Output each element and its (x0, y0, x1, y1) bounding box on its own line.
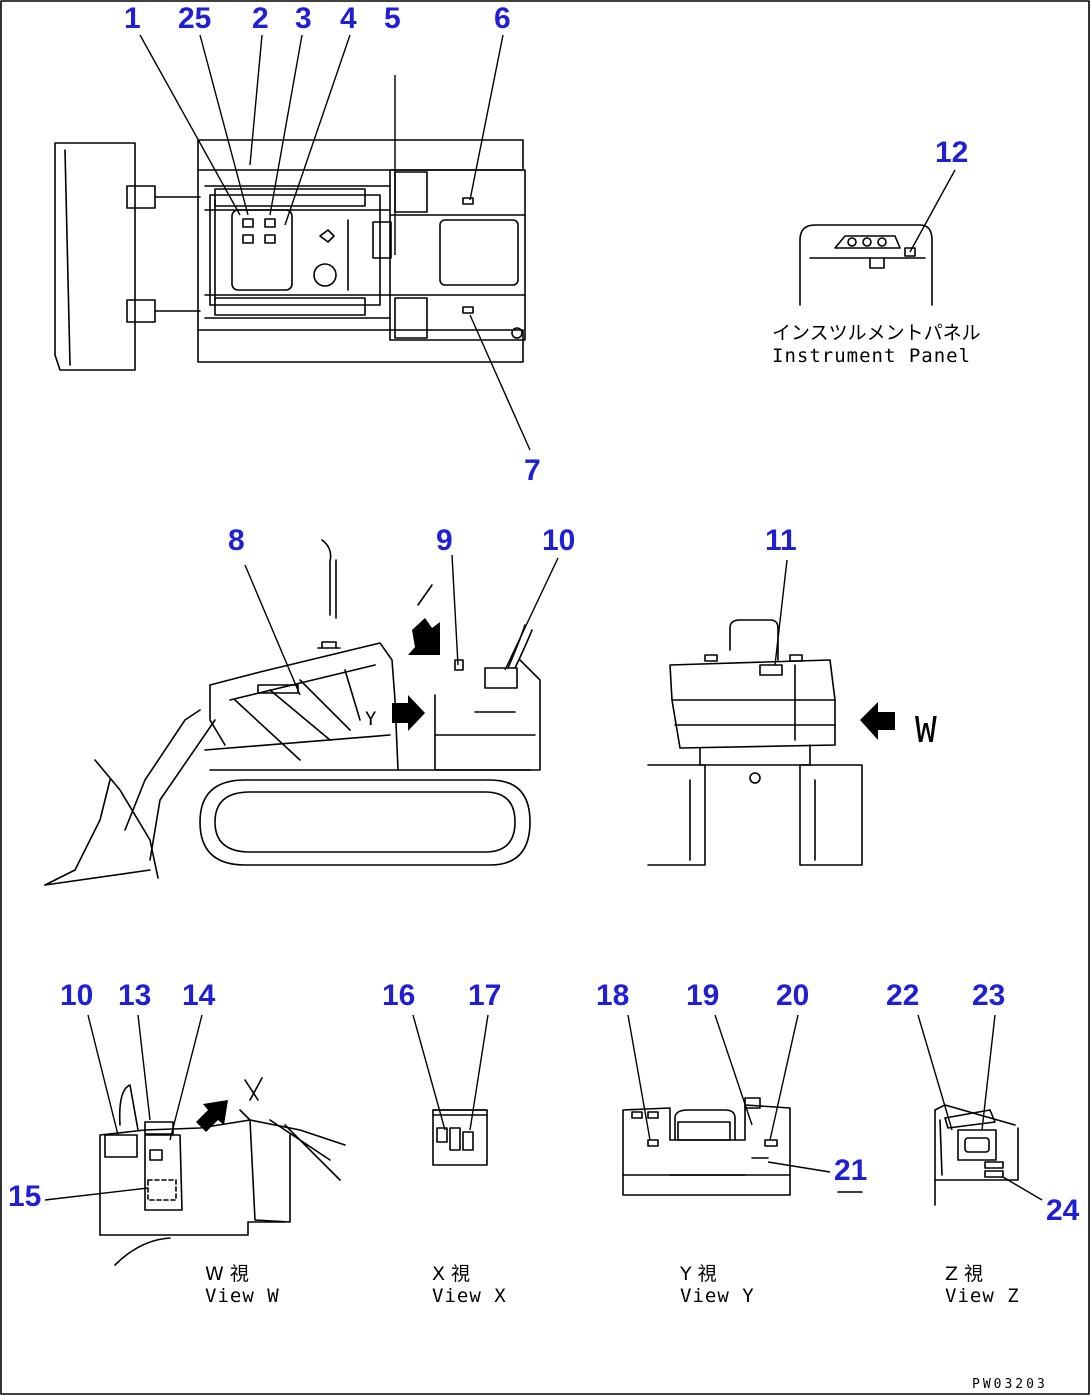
view-y-caption-jp: Y 視 (679, 1263, 717, 1285)
leader-19 (714, 1014, 753, 1126)
callout-21: 21 (834, 1154, 867, 1187)
leader-14 (169, 1014, 203, 1141)
leader-23 (981, 1014, 996, 1131)
callout-5: 5 (384, 2, 401, 35)
view-x-caption-jp: X 視 (432, 1263, 470, 1285)
callout-20: 20 (776, 979, 809, 1012)
panel-caption-jp: インスツルメントパネル (772, 322, 981, 344)
instrument-panel-drawing (799, 169, 956, 306)
callout-19: 19 (686, 979, 719, 1012)
drawing-code: PW03203 (972, 1377, 1048, 1392)
callout-2: 2 (252, 2, 269, 35)
leader-10a (504, 557, 559, 671)
callout-17: 17 (468, 979, 501, 1012)
callout-6: 6 (494, 2, 511, 35)
leader-15 (44, 1187, 149, 1201)
rear-view-machine (647, 619, 895, 866)
top-view-machine (54, 139, 526, 371)
rear-view-w-letter: W (915, 710, 938, 751)
callout-11: 11 (765, 524, 797, 557)
callout-16: 16 (382, 979, 415, 1012)
leader-13 (137, 1014, 151, 1121)
callout-10-side: 10 (542, 524, 575, 557)
view-z-caption-jp: Z 視 (945, 1263, 983, 1285)
callout-15: 15 (8, 1180, 41, 1213)
callout-10-view-w: 10 (60, 979, 93, 1012)
leader-17 (469, 1014, 489, 1131)
callout-22: 22 (886, 979, 919, 1012)
view-x-drawing (432, 1109, 488, 1166)
leader-9 (451, 554, 459, 666)
callout-9: 9 (436, 524, 453, 557)
callout-12: 12 (935, 136, 968, 169)
leader-22 (917, 1014, 953, 1131)
callout-25: 25 (178, 2, 211, 35)
side-view-y-letter: Y (365, 708, 377, 730)
view-y-caption-en: View Y (680, 1285, 755, 1307)
callout-23: 23 (972, 979, 1005, 1012)
view-y-drawing (622, 1097, 863, 1196)
callout-4: 4 (340, 2, 357, 35)
view-z-drawing (934, 1104, 1019, 1206)
callout-18: 18 (596, 979, 629, 1012)
callout-3: 3 (295, 2, 312, 35)
side-view-machine (44, 539, 541, 886)
leader-24 (1002, 1176, 1043, 1201)
view-w-caption-en: View W (205, 1285, 280, 1307)
panel-caption-en: Instrument Panel (772, 345, 971, 367)
callout-13: 13 (118, 979, 151, 1012)
view-w-drawing (99, 1077, 346, 1266)
view-z-caption-en: View Z (945, 1285, 1020, 1307)
callout-24: 24 (1046, 1194, 1080, 1227)
callout-7: 7 (524, 454, 541, 487)
view-x-caption-en: View X (432, 1285, 507, 1307)
callout-8: 8 (228, 524, 245, 557)
top-view-leaders (139, 34, 531, 451)
leader-16 (412, 1014, 446, 1131)
leader-10b (87, 1014, 119, 1136)
leader-20 (769, 1014, 799, 1141)
callout-1: 1 (124, 2, 141, 35)
view-w-caption-jp: W 視 (205, 1263, 249, 1285)
leader-21 (767, 1161, 831, 1173)
leader-11 (774, 559, 788, 666)
callout-14: 14 (182, 979, 216, 1012)
leader-18 (627, 1014, 651, 1141)
leader-8 (244, 564, 301, 696)
